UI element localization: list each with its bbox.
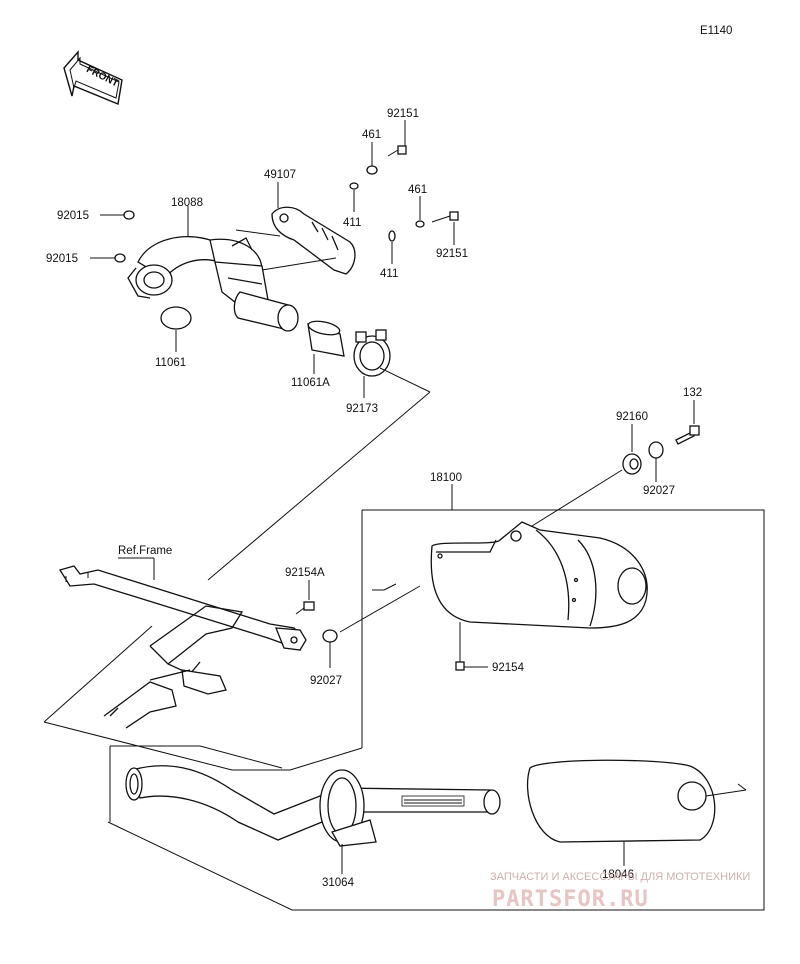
label-92160: 92160 (616, 411, 648, 423)
header-pipe-18088 (127, 236, 299, 332)
label-11061: 11061 (155, 357, 186, 369)
ref-frame (58, 565, 307, 729)
connector-sleeve-11061a (307, 320, 345, 357)
label-92154a: 92154A (285, 567, 325, 579)
watermark-logo: ЗАПЧАСТИ И АКСЕССУАРЫ ДЛЯ МОТОТЕХНИКИ PA… (490, 871, 750, 912)
label-411-b: 411 (380, 268, 398, 280)
nut-92015-a (123, 210, 135, 220)
nut-92015-b (114, 253, 126, 263)
gasket-11061 (160, 306, 192, 330)
label-49107: 49107 (264, 169, 296, 181)
label-31064: 31064 (322, 877, 355, 889)
front-arrow-icon: FRONT (63, 50, 123, 105)
label-461-a: 461 (362, 129, 381, 141)
label-92015-a: 92015 (57, 210, 89, 222)
bolt-92151-a (387, 145, 407, 157)
exhaust-pipe (125, 765, 347, 841)
inner-silencer-18046 (526, 759, 716, 843)
label-92027-b: 92027 (310, 675, 342, 687)
muffler-18100 (430, 521, 648, 629)
bolt-132 (675, 425, 700, 445)
clamp-92173 (353, 329, 391, 377)
grommet-92160 (622, 453, 642, 475)
label-18088: 18088 (171, 197, 203, 209)
washer-411-a (349, 182, 359, 190)
label-92173: 92173 (346, 403, 378, 415)
label-132: 132 (683, 387, 702, 399)
washer-411-b (388, 230, 396, 242)
bolt-92151-b (431, 211, 459, 223)
label-92151-a: 92151 (387, 108, 419, 120)
watermark-site: PARTSFOR.RU (492, 887, 649, 912)
heat-guard-49107 (271, 206, 356, 275)
label-ref-frame: Ref.Frame (118, 545, 172, 557)
silencer-insert-31064 (319, 769, 501, 847)
label-92015-b: 92015 (46, 253, 78, 265)
watermark-subtitle: ЗАПЧАСТИ И АКСЕССУАРЫ ДЛЯ МОТОТЕХНИКИ (490, 871, 750, 883)
label-461-b: 461 (408, 184, 427, 196)
label-411-a: 411 (343, 217, 361, 229)
label-11061a: 11061A (291, 377, 330, 389)
washer-461-b (415, 220, 425, 228)
diagram-code: E1140 (700, 25, 732, 37)
washer-92027-b (322, 629, 338, 643)
label-18046: 18046 (602, 869, 634, 881)
label-92151-b: 92151 (436, 248, 468, 260)
bolt-92154a (295, 601, 315, 615)
label-92154: 92154 (492, 662, 525, 674)
label-92027-a: 92027 (643, 485, 675, 497)
washer-92027-a (648, 441, 664, 459)
washer-461-a (366, 165, 378, 175)
label-18100: 18100 (430, 472, 462, 484)
bolt-92154 (455, 622, 465, 671)
